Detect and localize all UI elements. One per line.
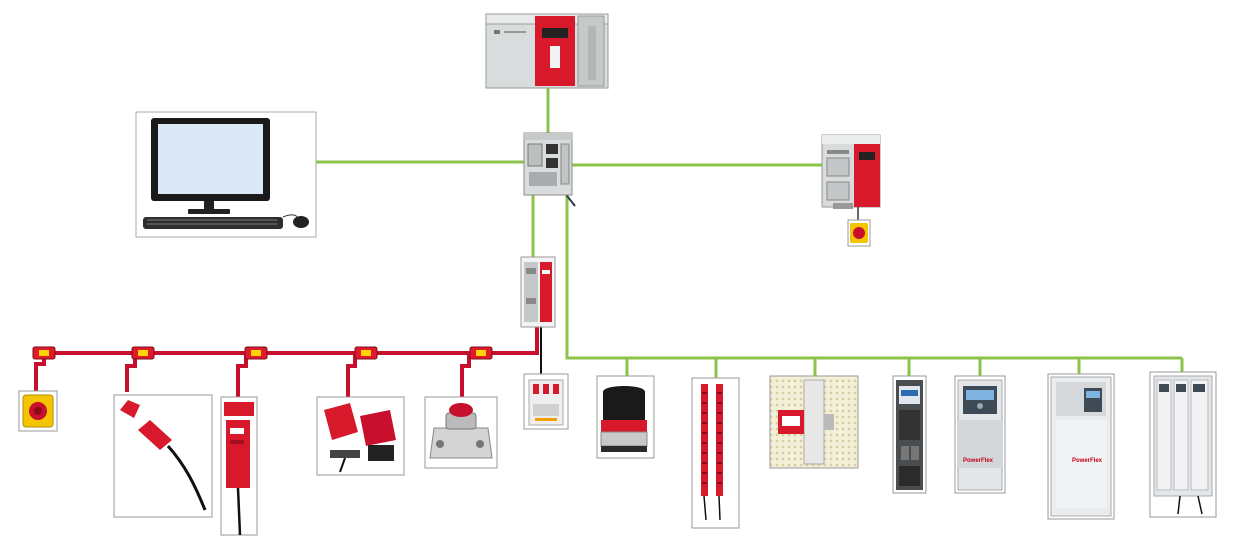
multi-axis-drive-icon [1149,371,1217,518]
network-switch-icon [523,132,573,196]
drive-brand-label: PowerFlex [1072,458,1103,464]
safety-connectors [32,346,493,360]
computer-monitor-icon [135,111,317,238]
plc-chassis-icon [485,13,609,89]
tongue-switch-icon [113,394,213,518]
cable-device-bus [565,195,1182,360]
emergency-stop-icon [847,219,871,247]
io-module-icon [520,256,556,328]
vfd-icon: PowerFlex [954,375,1006,494]
guard-lock-icon [220,396,258,536]
estop-enclosure-icon [424,396,498,469]
ethernet-cables [270,88,1184,378]
light-curtain-icon [691,377,740,529]
relay-icon [523,373,569,430]
compact-controller-icon [821,134,881,209]
safety-mat-icon [769,375,859,469]
cable-safety-bus [44,326,539,355]
interlock-icon [316,396,405,476]
servo-drive-icon [892,375,927,494]
safety-cables [34,326,539,398]
laser-scanner-icon [596,375,655,459]
emergency-stop-icon [18,390,58,432]
vfd-icon: PowerFlex [1047,373,1115,520]
drive-brand-label: PowerFlex [963,458,994,464]
